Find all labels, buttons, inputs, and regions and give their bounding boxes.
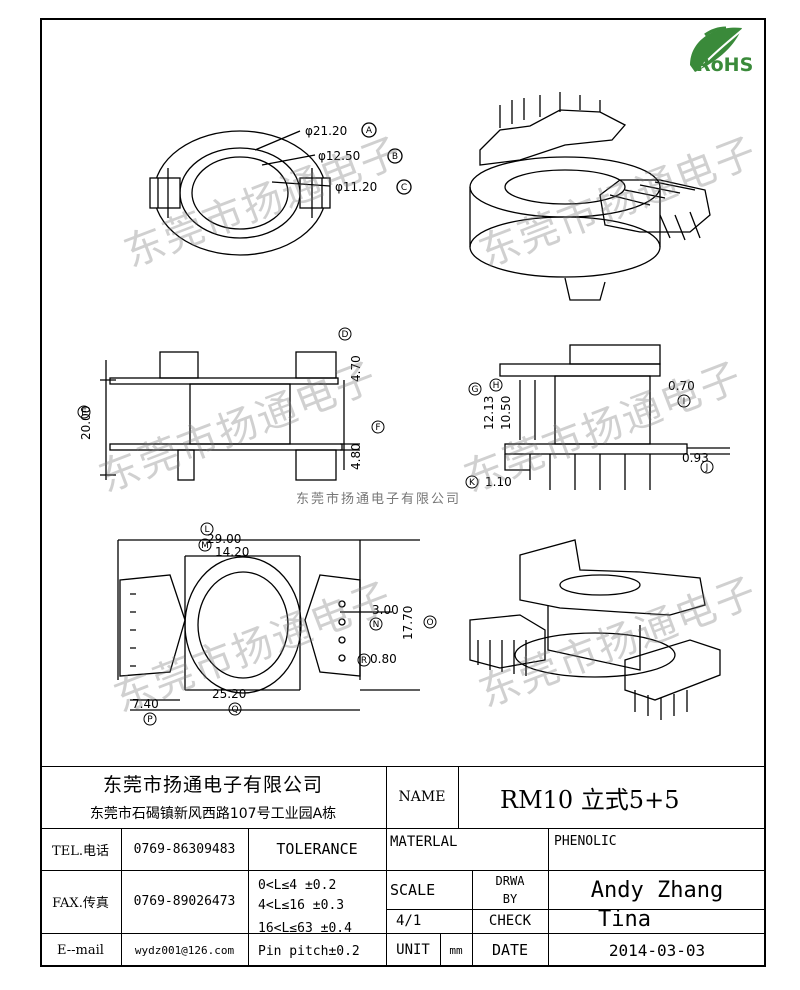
tag-d: D xyxy=(342,330,349,340)
top-view-ring xyxy=(149,122,412,256)
tag-k: K xyxy=(469,478,476,488)
tel-value: 0769-86309483 xyxy=(133,841,236,857)
tag-e: E xyxy=(81,408,87,418)
tag-p: P xyxy=(147,715,153,725)
tolerance-1: 0<L≤4 ±0.2 xyxy=(258,877,337,893)
tag-m: M xyxy=(201,541,209,551)
tag-q: Q xyxy=(231,705,238,715)
dim-w3: 1.10 xyxy=(485,475,512,489)
unit-label: UNIT xyxy=(396,942,430,958)
dim-flange: 4.70 xyxy=(349,355,363,382)
tag-o: O xyxy=(426,618,433,628)
tag-n: N xyxy=(373,620,380,630)
dim-pin-d: 0.80 xyxy=(370,652,397,666)
dim-l2: 14.20 xyxy=(215,545,249,559)
email-value: wydz001@126.com xyxy=(134,943,235,957)
isometric-bottom xyxy=(469,539,721,720)
drawn-label-2: BY xyxy=(502,892,518,906)
tolerance-2: 4<L≤16 ±0.3 xyxy=(258,897,345,913)
drawing-frame xyxy=(40,18,766,967)
rohs-logo-text: RoHS xyxy=(696,54,754,76)
side-elevation xyxy=(499,344,730,490)
tag-l: L xyxy=(204,525,209,535)
scale-value: 4/1 xyxy=(396,913,422,929)
dim-w2: 0.93 xyxy=(682,451,709,465)
email-label: E--mail xyxy=(57,942,104,958)
date-value: 2014-03-03 xyxy=(608,940,706,960)
tag-a: A xyxy=(366,126,373,136)
watermark-line: 东莞市扬通电子有限公司 xyxy=(296,492,462,507)
title-block: 东莞市扬通电子有限公司 东莞市石碣镇新风西路107号工业园A栋 NAME RM1… xyxy=(40,766,766,967)
drawn-value: Andy Zhang xyxy=(590,877,724,903)
company-name: 东莞市扬通电子有限公司 xyxy=(102,773,323,796)
tag-c: C xyxy=(401,183,407,193)
dim-height-bottom: 17.70 xyxy=(401,606,415,640)
tolerance-3: 16<L≤63 ±0.4 xyxy=(258,920,352,936)
tolerance-4: Pin pitch±0.2 xyxy=(258,943,360,959)
tag-h: H xyxy=(493,381,500,391)
dim-span: 25.20 xyxy=(212,687,246,701)
tag-f: F xyxy=(375,423,380,433)
unit-value: mm xyxy=(449,943,463,957)
dim-pitch: 3.00 xyxy=(372,603,399,617)
scale-label: SCALE xyxy=(390,881,436,899)
dim-h2: 10.50 xyxy=(499,396,513,430)
company-address: 东莞市石碣镇新风西路107号工业园A栋 xyxy=(89,806,337,822)
material-value: PHENOLIC xyxy=(554,834,617,849)
rohs-logo xyxy=(690,26,743,72)
dim-l1: 29.00 xyxy=(207,532,241,546)
tag-r: R xyxy=(361,656,367,666)
check-value: Tina xyxy=(598,907,651,932)
tel-label: TEL.电话 xyxy=(52,843,109,859)
tolerance-label: TOLERANCE xyxy=(276,840,358,858)
name-label: NAME xyxy=(398,789,446,805)
dim-w1: 0.70 xyxy=(668,379,695,393)
dim-d3: φ11.20 xyxy=(335,180,377,194)
fax-value: 0769-89026473 xyxy=(133,894,236,909)
bottom-view xyxy=(117,539,420,711)
dim-pin: 4.80 xyxy=(349,443,363,470)
part-name: RM10 立式5+5 xyxy=(500,785,680,814)
tag-b: B xyxy=(392,152,398,162)
front-elevation xyxy=(100,351,360,481)
tag-j: J xyxy=(705,463,709,473)
date-label: DATE xyxy=(491,941,529,959)
check-label: CHECK xyxy=(488,913,532,929)
drawn-label-1: DRWA xyxy=(495,874,525,888)
fax-label: FAX.传真 xyxy=(52,896,109,911)
material-label: MATERLAL xyxy=(390,834,458,850)
dim-edge: 7.40 xyxy=(132,697,159,711)
tag-i: I xyxy=(683,397,686,407)
dim-d1: φ21.20 xyxy=(305,124,347,138)
dim-h1: 12.13 xyxy=(482,396,496,430)
isometric-top xyxy=(469,92,711,301)
dim-d2: φ12.50 xyxy=(318,149,360,163)
tag-g: G xyxy=(472,385,479,395)
